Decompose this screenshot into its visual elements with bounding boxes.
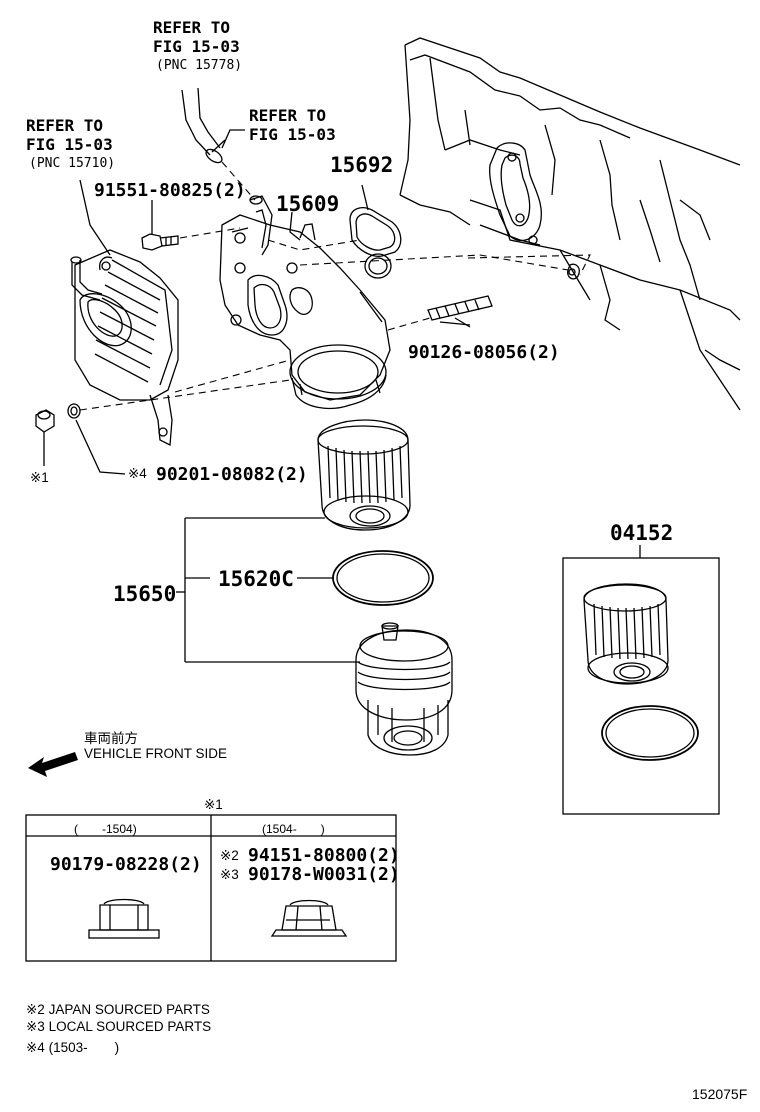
filter-cap xyxy=(355,622,453,756)
note-1: ※2 JAPAN SOURCED PARTS xyxy=(26,1002,210,1017)
table-col2-part2: 90178-W0031(2) xyxy=(248,864,400,885)
label-15620c: 15620C xyxy=(218,567,294,591)
ref-top-line3: (PNC 15778) xyxy=(156,58,243,73)
ref-left-line2: FIG 15-03 xyxy=(26,135,113,154)
label-15692: 15692 xyxy=(330,153,394,177)
ref-top-line2: FIG 15-03 xyxy=(153,37,240,56)
label-91551: 91551-80825(2) xyxy=(94,180,246,201)
leader-lines xyxy=(79,129,641,558)
label-90201: 90201-08082(2) xyxy=(156,464,308,485)
note-2: ※3 LOCAL SOURCED PARTS xyxy=(26,1019,212,1034)
table-col2-part1-mark: ※2 xyxy=(220,848,239,863)
filter-element xyxy=(317,419,411,531)
ref-left: REFER TO FIG 15-03 (PNC 15710) xyxy=(26,116,115,173)
gasket-15692 xyxy=(349,207,402,279)
direction-jp: 車両前方 xyxy=(84,731,138,746)
label-90201-mark: ※4 xyxy=(128,466,147,481)
ref-top-line1: REFER TO xyxy=(153,18,231,37)
ref-mid-line2: FIG 15-03 xyxy=(249,125,336,144)
label-90126: 90126-08056(2) xyxy=(408,342,560,363)
bolt-91551 xyxy=(141,200,179,251)
note-3: ※4 (1503- ) xyxy=(26,1040,120,1055)
ref-left-line1: REFER TO xyxy=(26,116,104,135)
table-col1-head: ( -1504) xyxy=(74,822,137,836)
variant-table xyxy=(25,814,397,962)
kit-04152-box xyxy=(562,557,720,815)
label-15609: 15609 xyxy=(276,192,340,216)
table-col2-part2-mark: ※3 xyxy=(220,867,239,882)
label-mark1: ※1 xyxy=(30,470,49,485)
callout-15650-bracket xyxy=(176,517,360,663)
label-04152: 04152 xyxy=(610,521,674,545)
direction-en: VEHICLE FRONT SIDE xyxy=(84,746,228,761)
label-15650: 15650 xyxy=(113,582,177,606)
stud-90126 xyxy=(427,295,493,326)
assembly-dashed-lines xyxy=(79,227,591,411)
ref-top: REFER TO FIG 15-03 (PNC 15778) xyxy=(153,18,242,75)
filter-bracket xyxy=(219,214,391,409)
ref-mid-line1: REFER TO xyxy=(249,106,327,125)
engine-block xyxy=(399,37,741,411)
figure-id: 152075F xyxy=(692,1086,748,1102)
nut-and-washer xyxy=(35,403,126,475)
oring-15620c xyxy=(332,550,434,606)
table-col1-part: 90179-08228(2) xyxy=(50,854,202,875)
ref-mid: REFER TO FIG 15-03 xyxy=(249,106,336,144)
front-direction-arrow xyxy=(28,752,78,777)
table-col2-part1: 94151-80800(2) xyxy=(248,845,400,866)
table-col2-head: (1504- ) xyxy=(262,822,325,836)
ref-left-line3: (PNC 15710) xyxy=(29,156,116,171)
hose-upper xyxy=(181,87,273,256)
table-title: ※1 xyxy=(204,797,223,812)
oil-cooler xyxy=(70,249,179,447)
